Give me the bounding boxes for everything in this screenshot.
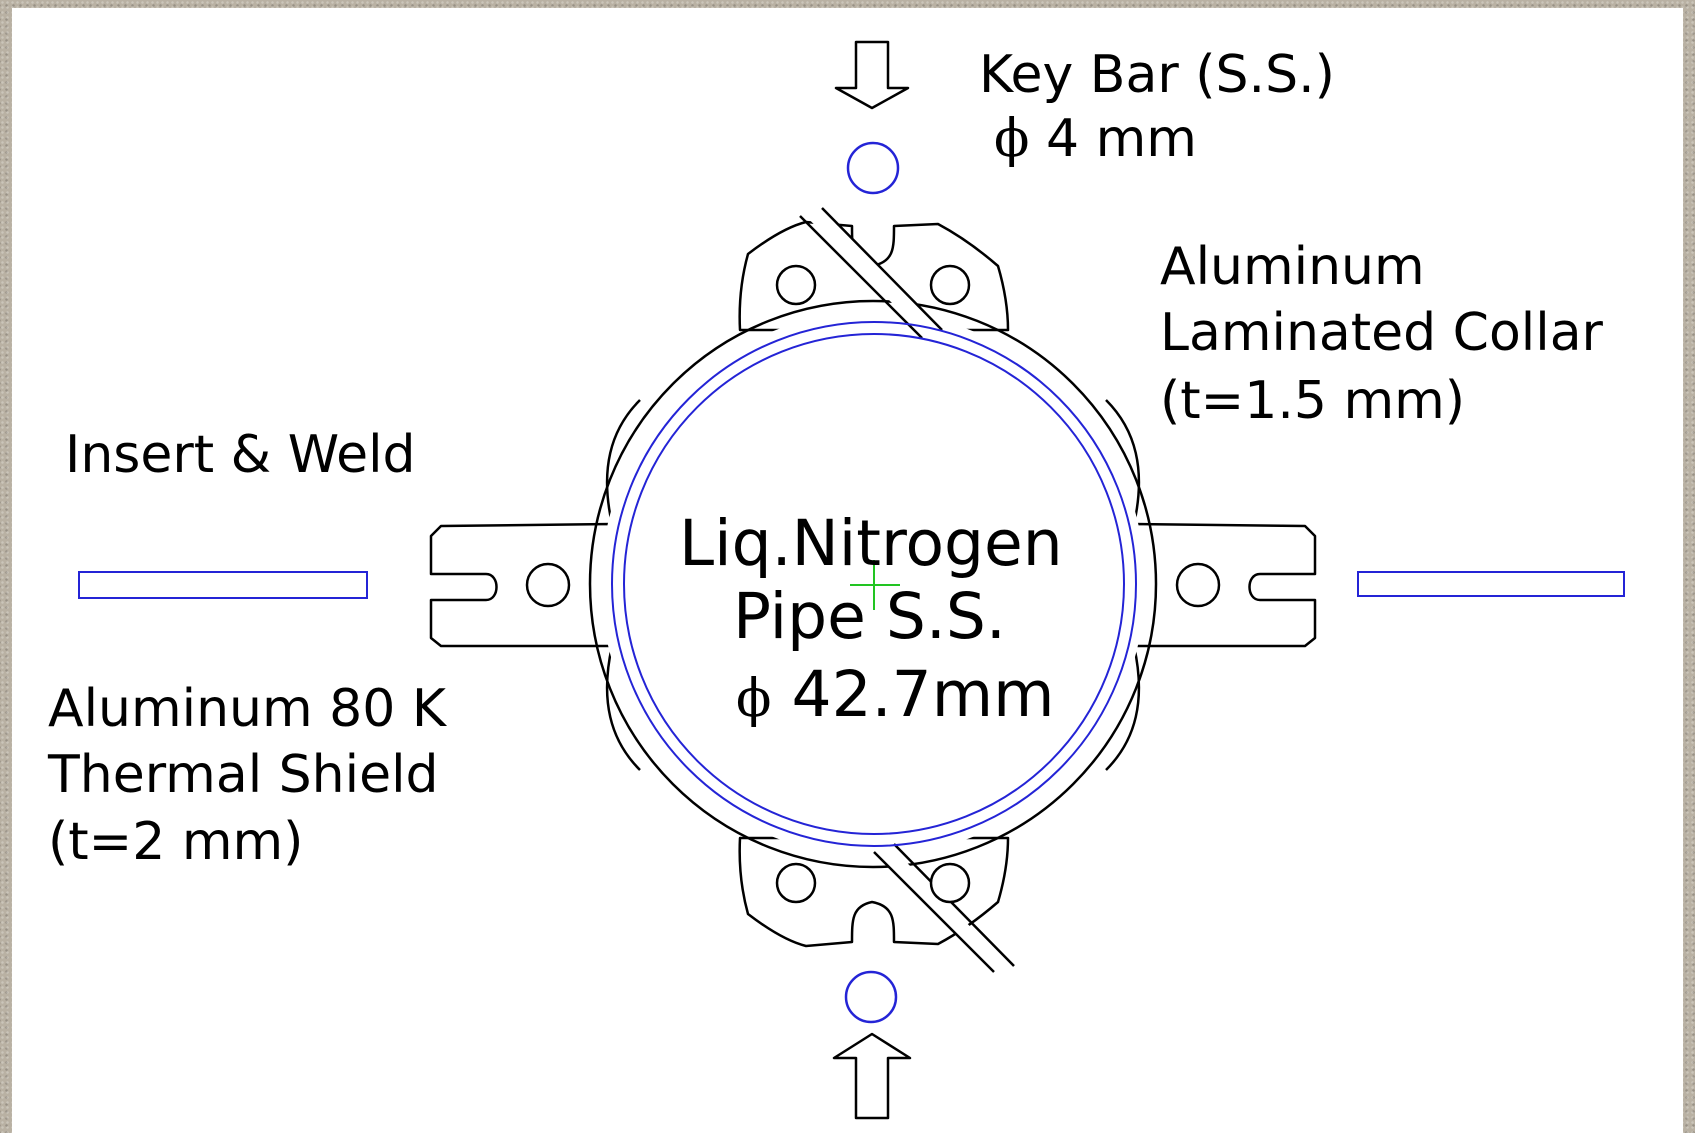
phi-symbol: ϕ [994,109,1030,169]
collar-label-line-2: Laminated Collar [1160,303,1603,363]
pipe-label-line-2: Pipe S.S. [733,580,1006,653]
diagram-canvas: Key Bar (S.S.) ϕ 4 mm Aluminum Laminated… [12,8,1683,1133]
up-arrow-icon [832,1032,912,1120]
pipe-center-mark [850,560,900,610]
collar-label-line-3: (t=1.5 mm) [1160,371,1466,431]
pipe-diameter-value: 42.7mm [791,658,1055,731]
shield-label-line-1: Aluminum 80 K [48,679,446,739]
down-arrow-icon [834,40,910,110]
shield-label-line-2: Thermal Shield [48,745,439,805]
collar-drawing [78,40,1625,1120]
pipe-phi-symbol: ϕ [736,669,772,729]
pipe-label-line-1: Liq.Nitrogen [679,507,1063,580]
key-bar-diameter-value: 4 mm [1045,109,1197,169]
thermal-shield-left [78,571,368,599]
laminated-collar-outline [429,220,1317,948]
collar-split-lines [799,207,1015,973]
key-bar-top [846,141,900,195]
key-bar-label: Key Bar (S.S.) [979,45,1335,105]
shield-label-line-3: (t=2 mm) [48,812,304,872]
thermal-shield-right [1357,571,1625,597]
insert-weld-label: Insert & Weld [65,425,416,485]
pipe-diameter: ϕ 42.7mm [736,658,1055,736]
collar-label-line-1: Aluminum [1160,237,1425,297]
key-bar-diameter: ϕ 4 mm [994,106,1197,172]
key-bar-bottom [844,970,898,1024]
collar-pin-holes [525,264,1221,904]
nitrogen-pipe [611,321,1137,847]
